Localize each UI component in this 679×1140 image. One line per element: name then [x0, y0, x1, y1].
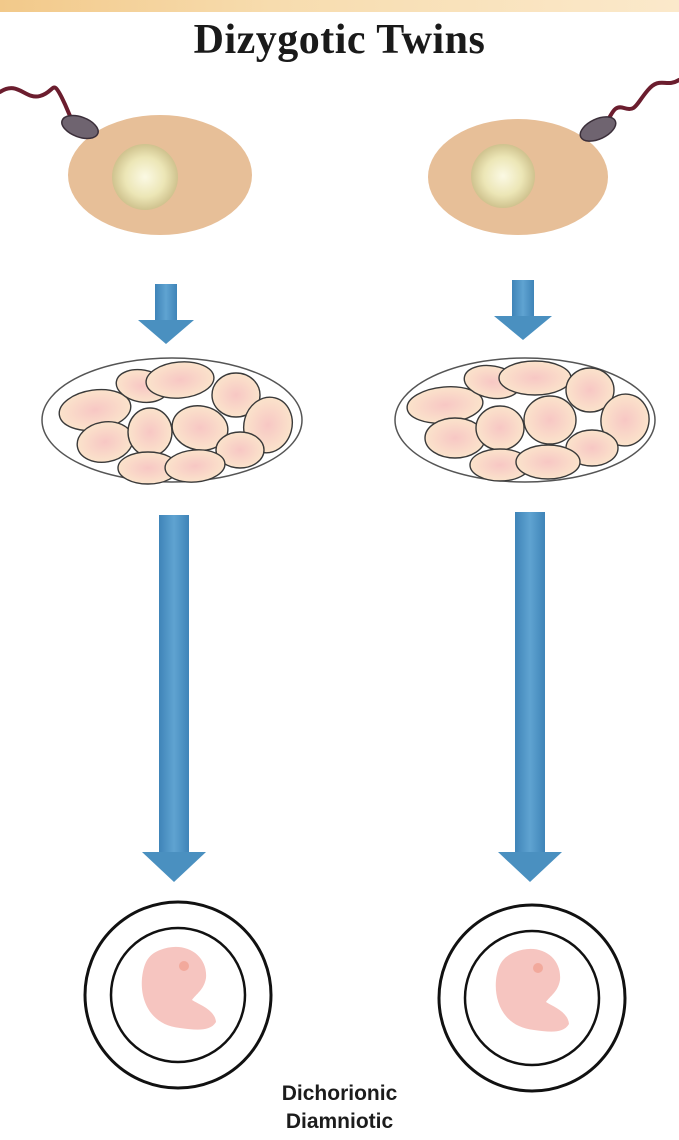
caption-chorionicity: Dichorionic [0, 1080, 679, 1108]
right-short-arrow [494, 280, 552, 340]
right-sperm-tail [604, 80, 679, 124]
left-long-arrow [142, 515, 206, 882]
left-nucleus [112, 144, 178, 210]
left-short-arrow [138, 284, 194, 344]
left-chorion-amnion [85, 902, 271, 1088]
caption-amnionicity: Diamniotic [0, 1108, 679, 1136]
right-fertilization [428, 80, 679, 235]
left-morula [42, 358, 302, 485]
right-chorion-amnion [439, 905, 625, 1091]
right-long-arrow [498, 512, 562, 882]
right-nucleus [471, 144, 535, 208]
left-fertilization [0, 88, 252, 235]
right-morula [395, 358, 655, 482]
